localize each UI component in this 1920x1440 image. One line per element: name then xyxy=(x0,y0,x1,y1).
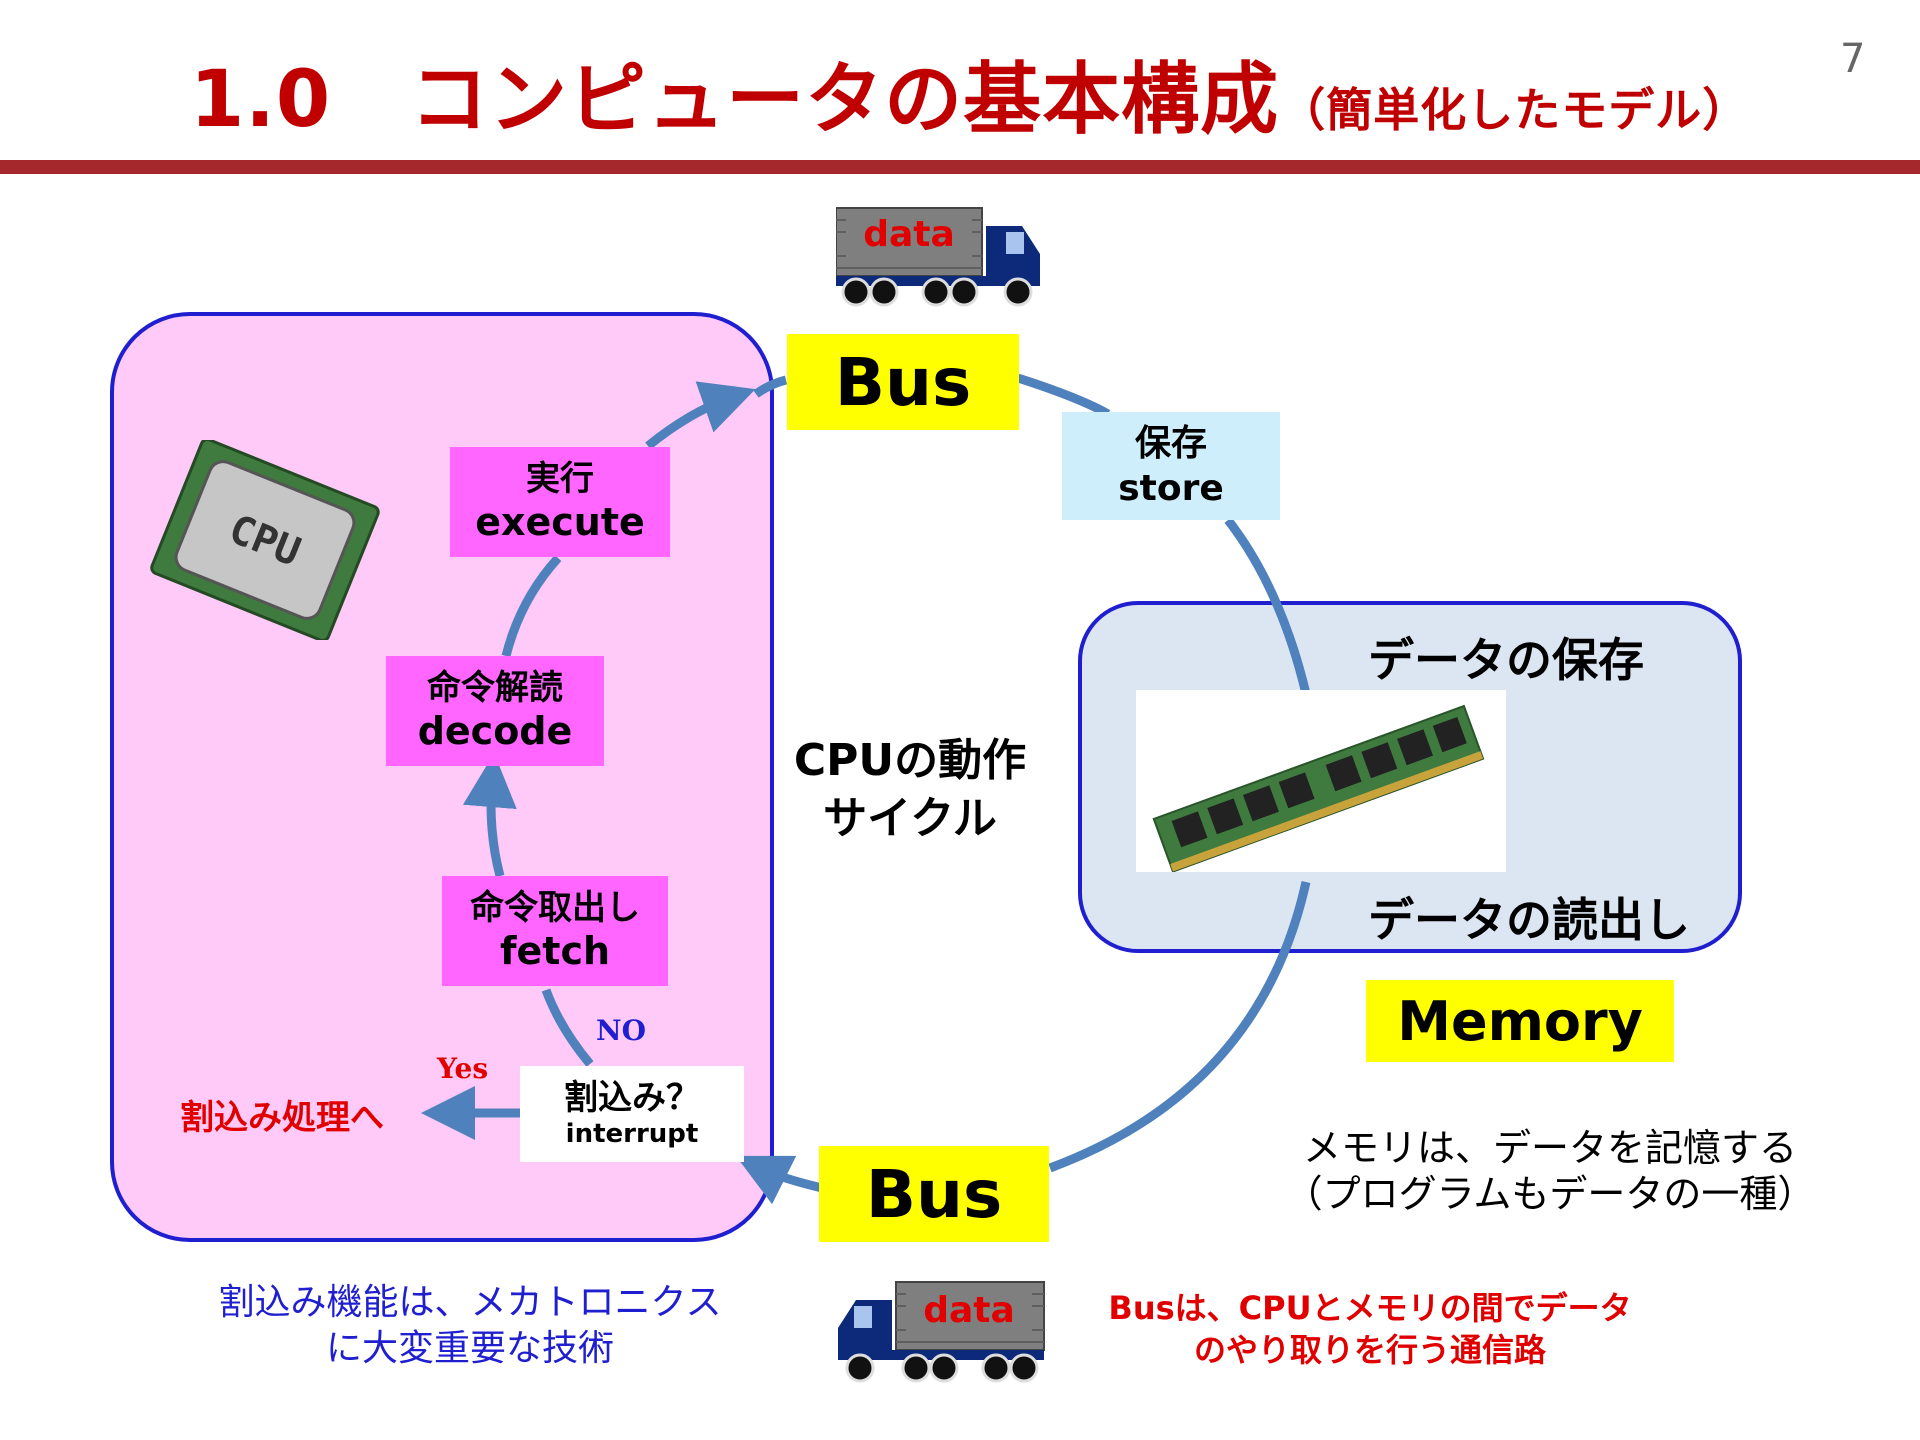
bus-bottom: Bus xyxy=(819,1146,1049,1242)
interrupt-note-line2: に大変重要な技術 xyxy=(325,1328,614,1369)
page-number: 7 xyxy=(1840,36,1866,82)
bus-note-line2: のやり取りを行う通信路 xyxy=(1193,1331,1546,1369)
title-main: 1.0 コンピュータの基本構成 xyxy=(190,55,1280,145)
memory-note-line1: メモリは、データを記憶する xyxy=(1302,1126,1797,1170)
memory-note-line2: （プログラムもデータの一種） xyxy=(1284,1172,1816,1216)
step-decode-jp: 命令解読 xyxy=(427,667,563,708)
memory-note: メモリは、データを記憶する （プログラムもデータの一種） xyxy=(1250,1125,1850,1217)
step-interrupt-check: 割込み？ interrupt xyxy=(520,1066,744,1162)
arc-bus-to-store xyxy=(1016,373,1111,418)
branch-yes-label: Yes xyxy=(437,1052,489,1085)
interrupt-note: 割込み機能は、メカトロニクス に大変重要な技術 xyxy=(160,1280,780,1372)
arrow-fetch-to-decode xyxy=(462,753,517,878)
interrupt-note-line1: 割込み機能は、メカトロニクス xyxy=(218,1282,722,1323)
memory-module-icon xyxy=(1136,690,1506,872)
slide-title: 1.0 コンピュータの基本構成（簡単化したモデル） xyxy=(190,45,1750,155)
title-subtitle: （簡単化したモデル） xyxy=(1279,83,1750,137)
memory-title: Memory xyxy=(1366,980,1674,1062)
cycle-label-line1: CPUの動作 xyxy=(793,735,1027,786)
step-decode-en: decode xyxy=(417,708,573,753)
store-en: store xyxy=(1118,468,1224,509)
step-execute-en: execute xyxy=(475,499,645,544)
title-divider xyxy=(0,160,1920,174)
bus-note: Busは、CPUとメモリの間でデータ のやり取りを行う通信路 xyxy=(1090,1287,1650,1371)
step-fetch-jp: 命令取出し xyxy=(470,887,640,928)
branch-no-label: NO xyxy=(596,1014,646,1047)
store-jp: 保存 xyxy=(1134,423,1207,464)
step-execute: 実行 execute xyxy=(450,447,670,557)
step-interrupt-en: interrupt xyxy=(565,1118,699,1149)
step-interrupt-jp: 割込み？ xyxy=(564,1078,700,1118)
bus-note-line1: Busは、CPUとメモリの間でデータ xyxy=(1108,1289,1632,1327)
cycle-center-label: CPUの動作 サイクル xyxy=(770,732,1050,848)
bus-top: Bus xyxy=(787,334,1019,430)
cycle-label-line2: サイクル xyxy=(823,793,997,844)
arrow-bus-to-cpu xyxy=(735,1155,824,1205)
step-decode: 命令解読 decode xyxy=(386,656,604,766)
interrupt-handler-label: 割込み処理へ xyxy=(180,1098,384,1138)
truck-bottom-label: data xyxy=(906,1290,1032,1336)
arc-decode-to-execute xyxy=(501,554,562,658)
memory-save-label: データの保存 xyxy=(1368,633,1644,687)
arc-memory-to-bus xyxy=(1048,881,1311,1173)
cpu-chip-icon: CPU xyxy=(150,440,380,640)
store-box: 保存 store xyxy=(1062,412,1280,520)
arrow-execute-to-bus xyxy=(645,381,756,450)
memory-read-label: データの読出し xyxy=(1368,893,1690,947)
step-fetch-en: fetch xyxy=(499,928,611,973)
arrow-interrupt-to-fetch xyxy=(541,988,594,1067)
truck-top-label: data xyxy=(846,214,972,260)
step-execute-jp: 実行 xyxy=(526,458,594,499)
step-fetch: 命令取出し fetch xyxy=(442,876,668,986)
arc-bus-top-left xyxy=(753,375,788,398)
